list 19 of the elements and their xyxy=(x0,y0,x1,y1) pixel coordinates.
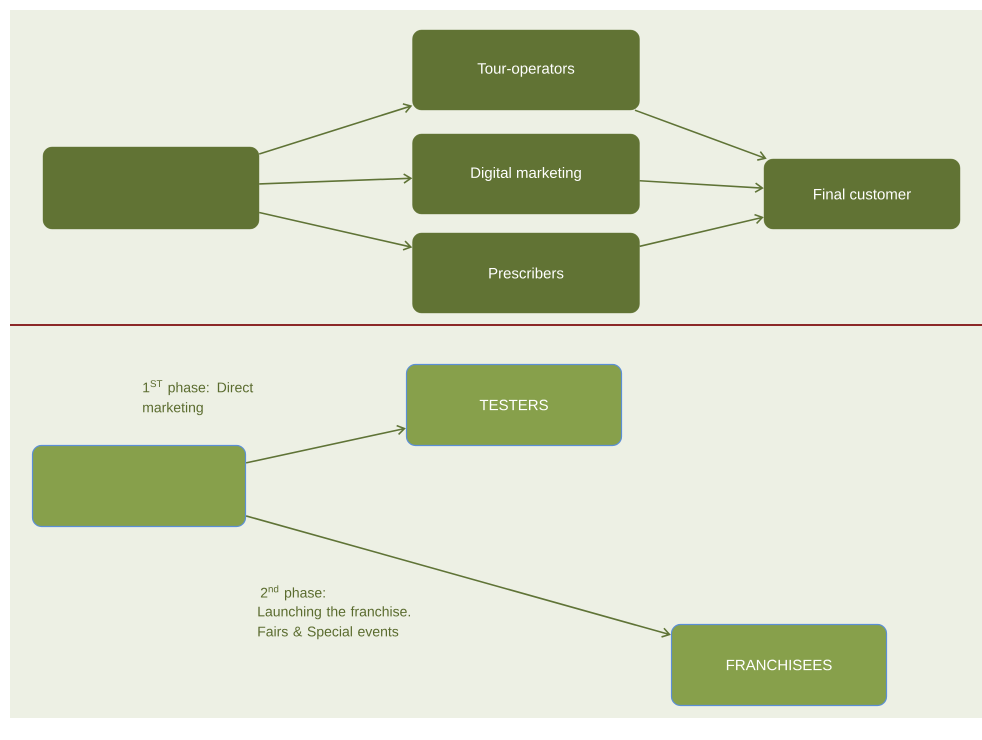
process-box: Prescribers xyxy=(412,232,640,314)
arrow xyxy=(258,103,412,155)
note-text: Launching the franchise. Fairs & Special events xyxy=(258,606,410,640)
process-box: Final customer xyxy=(764,158,960,230)
edge-label: 1$^{ST}$ phase: Direct marketing xyxy=(143,380,254,416)
process-box xyxy=(32,444,246,528)
process-box xyxy=(42,146,260,230)
arrow xyxy=(246,515,671,638)
arrow xyxy=(634,109,767,161)
process-box: TESTERS xyxy=(406,364,622,446)
arrow xyxy=(259,212,412,251)
process-box: Digital marketing xyxy=(412,134,640,214)
edge-label: 2$^{nd}$ phase: xyxy=(260,585,325,600)
arrow xyxy=(640,180,764,193)
arrow xyxy=(640,214,764,248)
process-box: Tour-operators xyxy=(412,30,640,110)
process-box: FRANCHISEES xyxy=(670,624,888,706)
arrow xyxy=(259,173,412,185)
arrow xyxy=(246,424,406,464)
